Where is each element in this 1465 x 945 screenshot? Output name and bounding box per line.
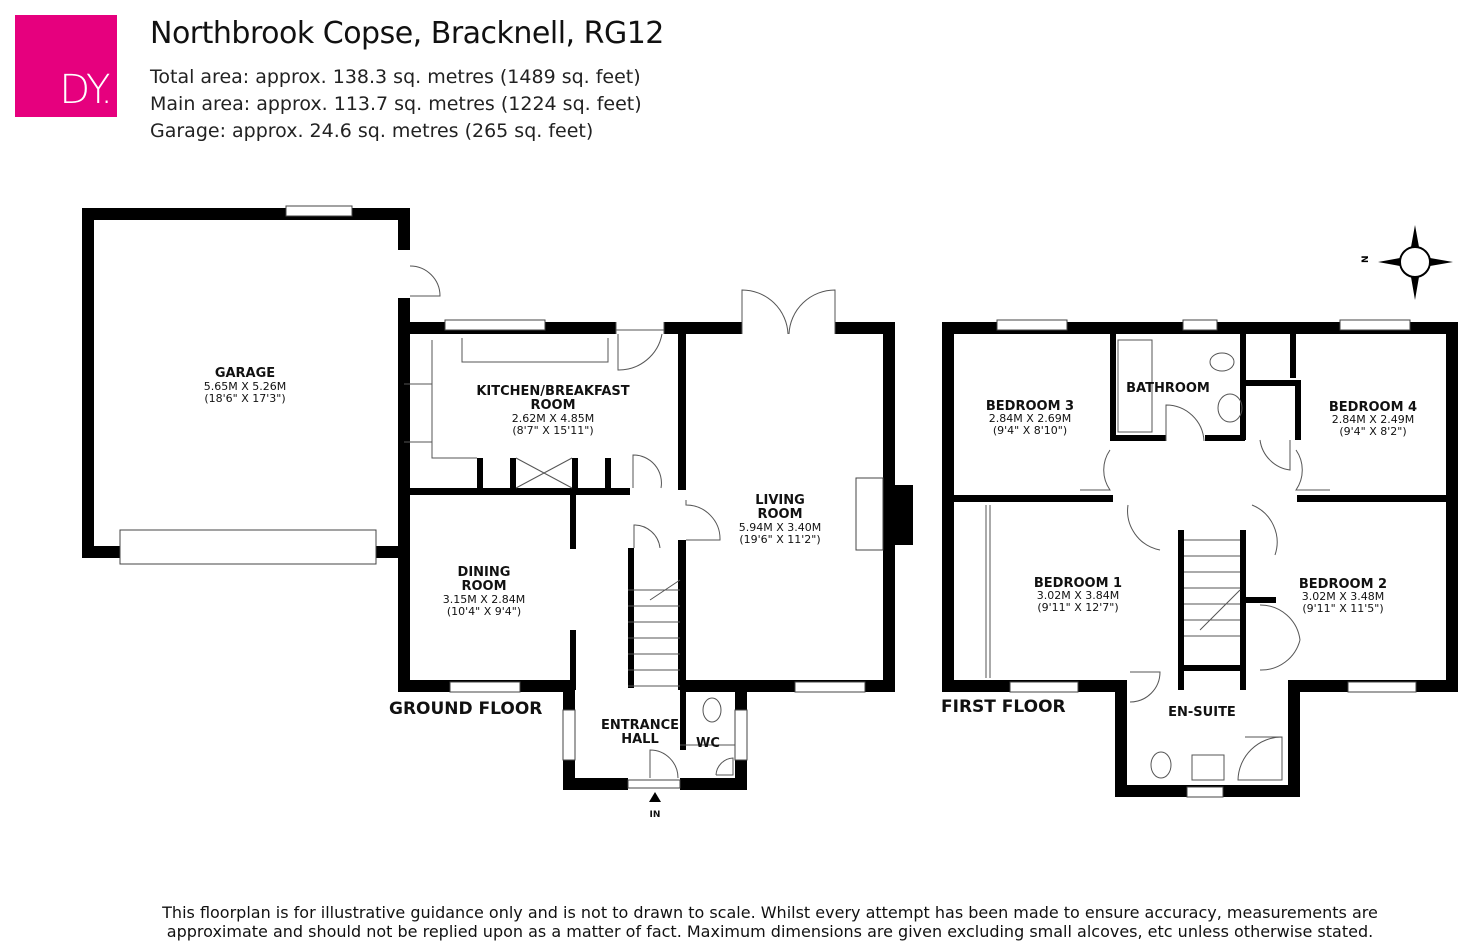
svg-text:ROOM: ROOM — [530, 398, 575, 413]
kitchen-window — [444, 319, 546, 331]
entry-label: IN — [650, 810, 661, 820]
svg-text:HALL: HALL — [621, 732, 659, 747]
svg-text:2.84M X 2.49M: 2.84M X 2.49M — [1332, 413, 1415, 426]
garage-window — [285, 205, 353, 217]
room-garage: GARAGE 5.65M X 5.26M (18'6" X 17'3") — [204, 366, 287, 405]
room-entrance-hall: ENTRANCE HALL — [601, 718, 679, 747]
room-kitchen: KITCHEN/BREAKFAST ROOM 2.62M X 4.85M (8'… — [476, 384, 629, 437]
svg-text:ROOM: ROOM — [757, 507, 802, 522]
total-area: Total area: approx. 138.3 sq. metres (14… — [150, 66, 641, 88]
brand-logo: DY. — [15, 15, 117, 117]
ground-floor-walls — [82, 205, 913, 790]
svg-text:2.84M X 2.69M: 2.84M X 2.69M — [989, 412, 1072, 425]
svg-text:BEDROOM 4: BEDROOM 4 — [1329, 400, 1417, 415]
first-floor-walls — [942, 319, 1458, 798]
dining-window — [449, 681, 521, 693]
svg-text:DINING: DINING — [458, 565, 511, 580]
first-floor-label: FIRST FLOOR — [941, 697, 1066, 717]
living-window — [794, 681, 866, 693]
svg-text:BEDROOM 3: BEDROOM 3 — [986, 399, 1074, 414]
svg-text:2.62M X 4.85M: 2.62M X 4.85M — [512, 412, 595, 425]
room-wc: WC — [696, 736, 720, 751]
room-bedroom-1: BEDROOM 1 3.02M X 3.84M (9'11" X 12'7") — [1034, 576, 1122, 614]
svg-text:5.94M X 3.40M: 5.94M X 3.40M — [739, 521, 822, 534]
room-en-suite: EN-SUITE — [1168, 705, 1236, 720]
disclaimer: This floorplan is for illustrative guida… — [162, 903, 1378, 941]
svg-text:BEDROOM 1: BEDROOM 1 — [1034, 576, 1122, 591]
property-title: Northbrook Copse, Bracknell, RG12 — [150, 16, 664, 51]
ground-floor-label: GROUND FLOOR — [389, 699, 542, 719]
svg-text:GARAGE: GARAGE — [215, 366, 275, 381]
svg-text:(9'4" X 8'10"): (9'4" X 8'10") — [993, 424, 1067, 437]
room-living: LIVING ROOM 5.94M X 3.40M (19'6" X 11'2"… — [739, 493, 822, 546]
main-area: Main area: approx. 113.7 sq. metres (122… — [150, 93, 642, 115]
svg-text:(9'4" X 8'2"): (9'4" X 8'2") — [1339, 425, 1406, 438]
room-bedroom-4: BEDROOM 4 2.84M X 2.49M (9'4" X 8'2") — [1329, 400, 1417, 438]
compass-icon: N — [1361, 225, 1453, 300]
svg-text:ROOM: ROOM — [461, 579, 506, 594]
svg-text:(19'6" X 11'2"): (19'6" X 11'2") — [739, 533, 820, 546]
room-dining: DINING ROOM 3.15M X 2.84M (10'4" X 9'4") — [443, 565, 526, 618]
svg-text:(9'11" X 12'7"): (9'11" X 12'7") — [1037, 601, 1118, 614]
svg-text:3.02M X 3.48M: 3.02M X 3.48M — [1302, 590, 1385, 603]
svg-text:KITCHEN/BREAKFAST: KITCHEN/BREAKFAST — [476, 384, 629, 399]
svg-text:(18'6" X 17'3"): (18'6" X 17'3") — [204, 392, 285, 405]
svg-text:LIVING: LIVING — [755, 493, 805, 508]
svg-text:N: N — [1361, 255, 1371, 263]
svg-text:(8'7" X 15'11"): (8'7" X 15'11") — [512, 424, 593, 437]
svg-text:ENTRANCE: ENTRANCE — [601, 718, 679, 733]
svg-text:5.65M X 5.26M: 5.65M X 5.26M — [204, 380, 287, 393]
entry-arrow-icon — [649, 792, 661, 802]
room-bedroom-3: BEDROOM 3 2.84M X 2.69M (9'4" X 8'10") — [986, 399, 1074, 437]
logo-text: DY. — [59, 67, 113, 113]
garage-door — [119, 529, 377, 565]
svg-text:(9'11" X 11'5"): (9'11" X 11'5") — [1302, 602, 1383, 615]
svg-text:3.15M X 2.84M: 3.15M X 2.84M — [443, 593, 526, 606]
svg-text:3.02M X 3.84M: 3.02M X 3.84M — [1037, 589, 1120, 602]
room-bedroom-2: BEDROOM 2 3.02M X 3.48M (9'11" X 11'5") — [1299, 577, 1387, 615]
room-bathroom: BATHROOM — [1126, 381, 1210, 396]
svg-text:BEDROOM 2: BEDROOM 2 — [1299, 577, 1387, 592]
svg-text:(10'4" X 9'4"): (10'4" X 9'4") — [447, 605, 521, 618]
garage-area: Garage: approx. 24.6 sq. metres (265 sq.… — [150, 120, 594, 142]
